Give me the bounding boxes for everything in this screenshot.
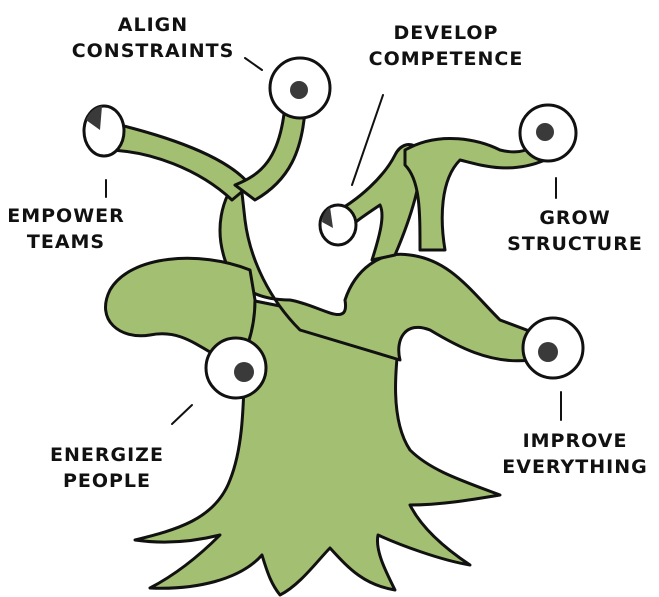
label-line: STRUCTURE [507, 233, 643, 255]
eye-improve-pupil [538, 342, 558, 362]
branch-develop [328, 143, 423, 262]
eye-develop-pupil [322, 207, 333, 228]
connector-develop [351, 94, 384, 186]
branch-grow [403, 137, 547, 252]
label-line: ALIGN [117, 14, 189, 36]
label-line: EMPOWER [7, 205, 125, 227]
label-line: EVERYTHING [502, 456, 648, 478]
branch-empower [103, 123, 252, 202]
connector-align [244, 57, 263, 71]
label-line: CONSTRAINTS [71, 40, 235, 62]
branch-align [233, 103, 307, 202]
label-line: DEVELOP [393, 22, 499, 44]
label-connectors [105, 57, 562, 425]
label-improve-everything: IMPROVE EVERYTHING [494, 428, 656, 480]
eye-grow-pupil [536, 123, 554, 141]
label-align-constraints: ALIGN CONSTRAINTS [58, 12, 248, 64]
eye-align [268, 56, 332, 120]
label-line: COMPETENCE [368, 48, 524, 70]
monster-tree-body [82, 56, 585, 597]
label-line: IMPROVE [522, 430, 628, 452]
eye-energize [204, 336, 268, 400]
label-line: GROW [539, 207, 611, 229]
eye-develop [318, 203, 358, 247]
label-line: TEAMS [26, 231, 106, 253]
label-energize-people: ENERGIZE PEOPLE [32, 442, 182, 494]
label-grow-structure: GROW STRUCTURE [494, 205, 656, 257]
label-empower-teams: EMPOWER TEAMS [0, 203, 132, 255]
label-line: ENERGIZE [50, 444, 164, 466]
label-develop-competence: DEVELOP COMPETENCE [346, 20, 546, 72]
eye-grow [518, 103, 578, 163]
eye-empower-pupil [86, 106, 102, 130]
eye-develop-white [318, 203, 358, 247]
eye-align-pupil [290, 81, 308, 99]
connector-energize [171, 404, 193, 425]
eye-energize-pupil [234, 362, 254, 382]
eye-empower [82, 104, 126, 158]
tree-trunk [133, 298, 502, 597]
label-line: PEOPLE [62, 470, 152, 492]
eye-improve [521, 316, 585, 380]
